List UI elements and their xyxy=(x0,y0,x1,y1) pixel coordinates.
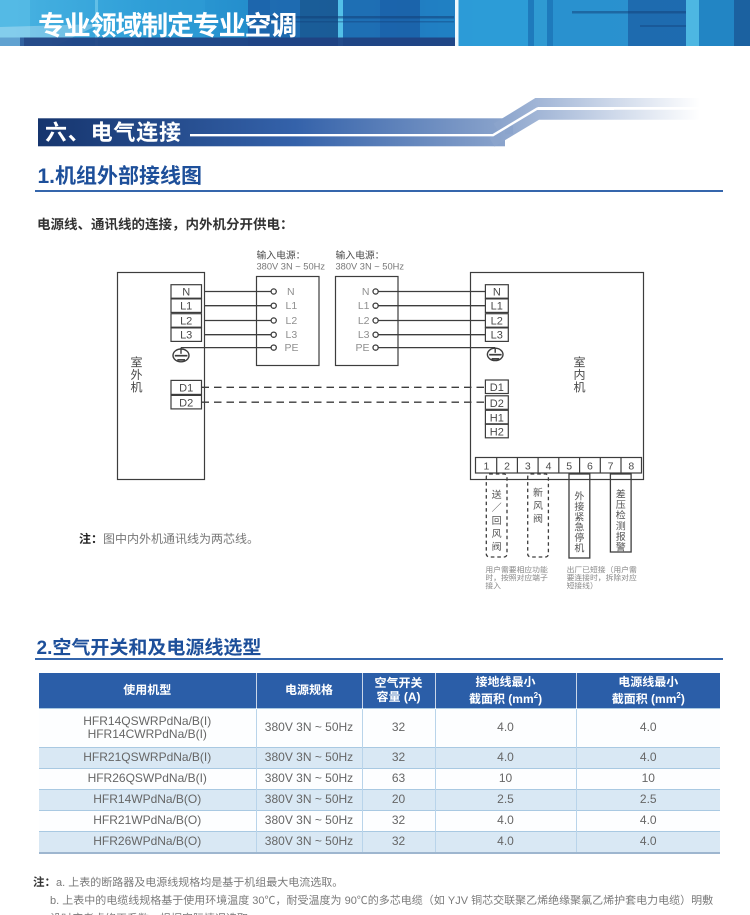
svg-text:用户需要相应功能: 用户需要相应功能 xyxy=(485,565,548,576)
svg-text:H2: H2 xyxy=(490,426,504,438)
svg-text:L1: L1 xyxy=(286,300,298,312)
svg-text:H1: H1 xyxy=(490,412,504,424)
svg-text:接入: 接入 xyxy=(485,581,501,592)
svg-text:输入电源：: 输入电源： xyxy=(336,248,385,262)
svg-text:6: 6 xyxy=(587,460,593,472)
svg-text:L1: L1 xyxy=(358,300,370,312)
svg-text:380V 3N ~ 50Hz: 380V 3N ~ 50Hz xyxy=(257,262,326,272)
svg-text:测: 测 xyxy=(616,517,626,532)
svg-text:风: 风 xyxy=(492,525,502,540)
svg-text:4: 4 xyxy=(546,460,552,472)
svg-text:L1: L1 xyxy=(491,301,503,313)
svg-text:L2: L2 xyxy=(358,315,370,327)
svg-text:机: 机 xyxy=(130,379,142,396)
svg-text:接: 接 xyxy=(574,498,584,513)
svg-text:外: 外 xyxy=(130,366,142,383)
svg-text:回: 回 xyxy=(492,512,502,527)
svg-text:机: 机 xyxy=(573,379,585,396)
svg-text:N: N xyxy=(182,287,190,299)
svg-text:停: 停 xyxy=(574,529,584,544)
svg-text:室: 室 xyxy=(130,354,142,371)
svg-text:L2: L2 xyxy=(491,316,503,328)
svg-text:L3: L3 xyxy=(286,329,298,341)
svg-text:3: 3 xyxy=(525,460,531,472)
svg-text:送: 送 xyxy=(492,486,502,501)
svg-text:室: 室 xyxy=(573,354,585,371)
svg-text:N: N xyxy=(287,286,295,298)
svg-text:时，按照对应端子: 时，按照对应端子 xyxy=(485,573,548,584)
svg-text:D2: D2 xyxy=(490,398,504,410)
svg-text:2: 2 xyxy=(504,460,510,472)
svg-text:8: 8 xyxy=(628,460,634,472)
svg-text:5: 5 xyxy=(566,460,572,472)
svg-text:紧: 紧 xyxy=(574,508,584,523)
svg-text:急: 急 xyxy=(574,519,584,534)
svg-text:L3: L3 xyxy=(491,330,503,342)
svg-text:L3: L3 xyxy=(358,329,370,341)
svg-text:阀: 阀 xyxy=(533,510,543,525)
svg-text:D1: D1 xyxy=(490,382,504,394)
svg-text:短接线）: 短接线） xyxy=(567,581,598,592)
svg-text:N: N xyxy=(362,286,370,298)
svg-text:出厂已短接（用户需: 出厂已短接（用户需 xyxy=(567,565,637,576)
svg-text:警: 警 xyxy=(616,539,626,554)
svg-text:阀: 阀 xyxy=(492,538,502,553)
svg-text:380V 3N ~ 50Hz: 380V 3N ~ 50Hz xyxy=(336,262,405,272)
svg-text:外: 外 xyxy=(574,488,584,503)
svg-text:内: 内 xyxy=(573,366,585,383)
svg-text:要连接时，拆除对应: 要连接时，拆除对应 xyxy=(567,573,637,584)
svg-text:压: 压 xyxy=(616,496,626,511)
svg-text:机: 机 xyxy=(574,540,584,555)
svg-text:7: 7 xyxy=(608,460,614,472)
svg-text:PE: PE xyxy=(285,342,299,354)
svg-text:检: 检 xyxy=(616,507,626,522)
svg-text:D1: D1 xyxy=(179,383,193,395)
svg-text:N: N xyxy=(493,287,501,299)
svg-text:L3: L3 xyxy=(180,330,192,342)
svg-text:L1: L1 xyxy=(180,301,192,313)
svg-text:风: 风 xyxy=(533,497,543,512)
svg-text:差: 差 xyxy=(616,486,626,501)
svg-text:输入电源：: 输入电源： xyxy=(257,248,306,262)
svg-text:PE: PE xyxy=(355,342,369,354)
svg-text:D2: D2 xyxy=(179,397,193,409)
svg-text:报: 报 xyxy=(616,528,626,543)
svg-text:新: 新 xyxy=(533,484,543,499)
svg-text:L2: L2 xyxy=(180,316,192,328)
svg-text:／: ／ xyxy=(492,499,502,514)
svg-text:L2: L2 xyxy=(286,315,298,327)
svg-text:1: 1 xyxy=(483,460,489,472)
